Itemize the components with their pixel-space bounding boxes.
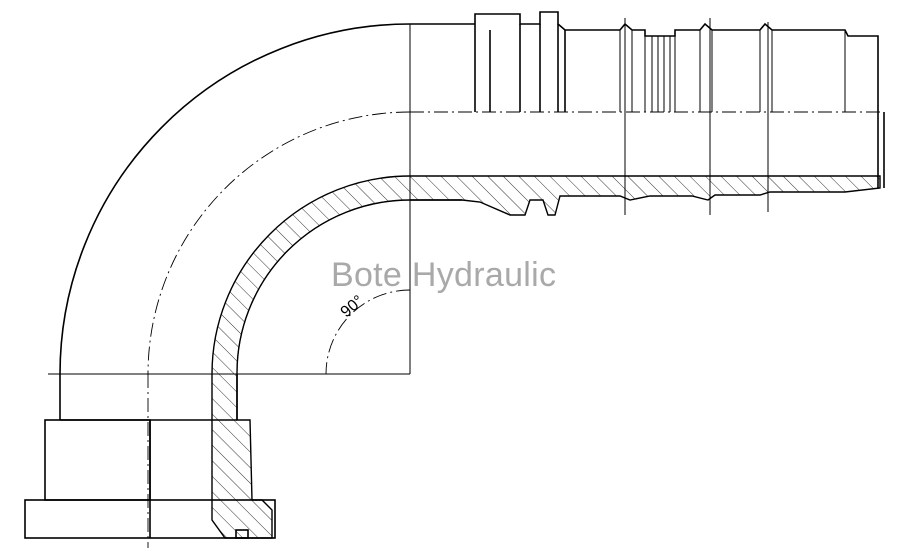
angle-dimension: 90°	[325, 289, 411, 375]
bore-line	[236, 199, 411, 375]
hose-tail-shank	[474, 11, 885, 188]
elbow-outer-body	[59, 23, 475, 420]
angle-label: 90°	[338, 292, 367, 321]
watermark-text: Bote Hydraulic	[331, 256, 557, 294]
flange	[24, 419, 276, 539]
